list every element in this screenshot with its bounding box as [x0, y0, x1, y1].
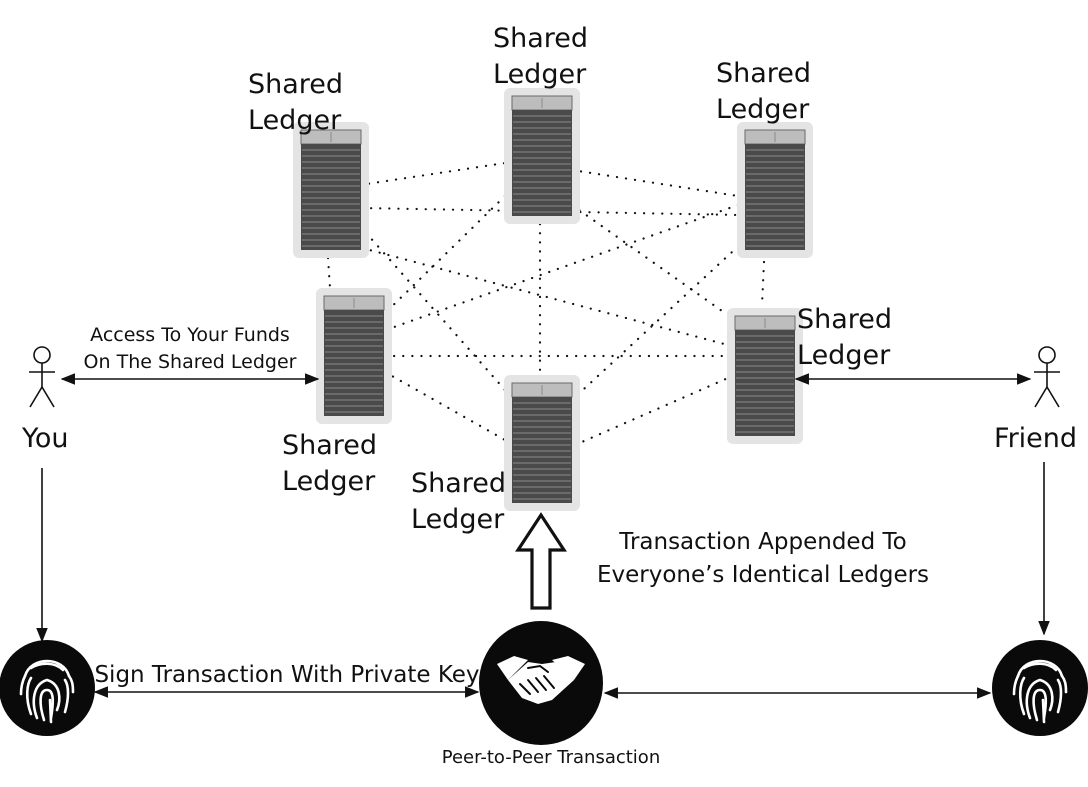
access-funds-line1: Access To Your Funds	[90, 324, 290, 346]
ledger-label-line2: Ledger	[248, 105, 342, 136]
p2p-transaction-label: Peer-to-Peer Transaction	[442, 747, 660, 768]
link-ml-bc	[383, 370, 507, 442]
append-label-line1: Transaction Appended To	[618, 529, 906, 555]
server-icon-mid-right	[726, 307, 804, 445]
link-tl-ml	[326, 256, 332, 290]
ledger-connection-mesh	[326, 161, 766, 447]
fingerprint-icon-friend	[990, 638, 1088, 738]
link-tc-tr	[570, 168, 740, 198]
ledger-label-line1: Shared	[248, 69, 343, 100]
actor-label-friend: Friend	[994, 423, 1077, 454]
server-icon-bottom-center	[503, 374, 581, 512]
ledger-label-line2: Ledger	[411, 504, 505, 535]
link-tl-bc	[358, 224, 507, 392]
server-icon-mid-left	[315, 287, 393, 425]
server-icon-top-right	[736, 121, 814, 259]
sign-transaction-label: Sign Transaction With Private Key	[94, 662, 479, 688]
link-tl-tc	[358, 161, 507, 187]
link-bc-mr	[573, 376, 730, 447]
link-tl-mr	[360, 246, 730, 347]
ledger-label-line2: Ledger	[282, 466, 376, 497]
ledger-label-line2: Ledger	[797, 340, 891, 371]
link-tc-mr	[570, 203, 734, 320]
ledger-label-line2: Ledger	[493, 59, 587, 90]
ledger-label-line2: Ledger	[716, 94, 810, 125]
fingerprint-icon-you	[0, 638, 97, 738]
person-icon-you	[28, 346, 56, 408]
server-icon-top-left	[292, 121, 370, 259]
server-icon-top-center	[503, 87, 581, 225]
access-funds-line2: On The Shared Ledger	[84, 351, 297, 373]
append-label: Transaction Appended To Everyone’s Identi…	[597, 529, 929, 588]
link-tl-tr	[360, 206, 740, 217]
handshake-icon	[479, 621, 603, 745]
ledger-label-line1: Shared	[716, 58, 811, 89]
ledger-label-line1: Shared	[282, 430, 377, 461]
link-tr-bc	[570, 238, 747, 402]
access-funds-label: Access To Your Funds On The Shared Ledger	[84, 324, 297, 373]
ledger-label-line1: Shared	[797, 304, 892, 335]
person-icon-friend	[1033, 346, 1061, 408]
ledger-label-line1: Shared	[493, 23, 588, 54]
link-tr-ml	[378, 203, 740, 334]
append-label-line2: Everyone’s Identical Ledgers	[597, 562, 929, 588]
ledger-label-line1: Shared	[411, 468, 506, 499]
append-up-arrow	[515, 512, 567, 610]
link-tr-mr	[760, 260, 766, 307]
actor-label-you: You	[21, 423, 69, 454]
